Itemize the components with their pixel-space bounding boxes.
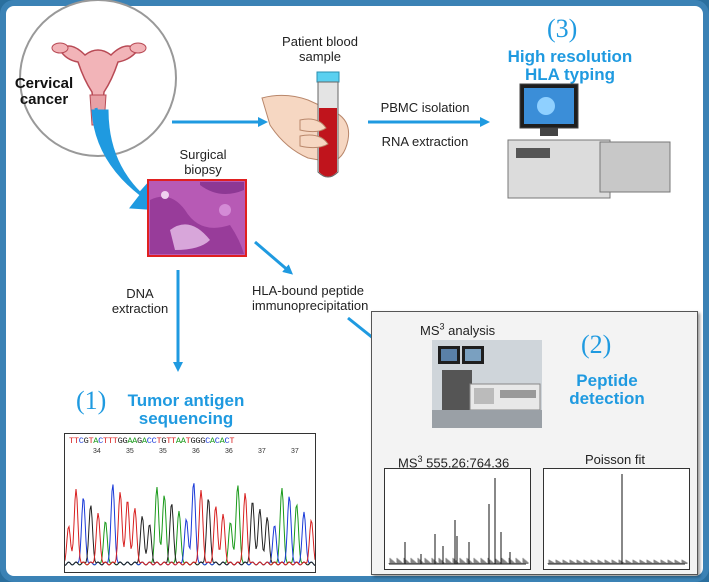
label-surgical-biopsy: Surgical biopsy	[179, 147, 227, 177]
position-label: 35	[159, 448, 167, 455]
base-letter: T	[69, 436, 74, 446]
base-letter: A	[141, 436, 147, 446]
position-label: 36	[192, 448, 200, 455]
blood-tube-illustration	[261, 71, 350, 178]
base-letter: C	[214, 436, 220, 446]
base-letter: T	[171, 436, 176, 446]
step3-title-line1: High resolution	[507, 47, 633, 66]
step1-number: (1)	[76, 386, 107, 415]
arrow-to-immunoprecipitation	[254, 240, 294, 275]
base-letter: C	[146, 436, 152, 446]
base-letter: T	[156, 436, 162, 446]
chromatogram-traces	[65, 483, 315, 566]
base-letter: T	[103, 436, 108, 446]
base-letter: C	[98, 436, 104, 446]
base-letter: C	[205, 436, 210, 446]
position-label: 37	[258, 448, 266, 455]
label-pbmc: PBMC isolation	[380, 100, 470, 115]
base-letter: G	[200, 436, 206, 446]
position-label: 34	[93, 448, 101, 455]
label-hla-bound: HLA-bound peptide immunoprecipitation	[252, 283, 369, 313]
trace-T	[65, 488, 315, 566]
step1-title-line2: sequencing	[138, 409, 234, 428]
ms-instrument-photo	[432, 340, 542, 428]
ms3-spectrum-plot	[388, 478, 529, 565]
poisson-fit-box	[543, 468, 690, 570]
ms3-spectrum-box	[384, 468, 531, 570]
biopsy-image	[147, 179, 247, 257]
base-letter: T	[88, 436, 94, 446]
step2-number: (2)	[581, 330, 612, 359]
base-letter: G	[137, 436, 142, 446]
label-cervical-cancer: Cervical cancer	[14, 75, 74, 108]
base-letter: T	[185, 436, 191, 446]
base-letter: G	[195, 436, 201, 446]
sequence-positions: 34 35 35 36 36 37 37	[65, 448, 315, 458]
base-letter: A	[180, 436, 186, 446]
label-poisson-fit: Poisson fit	[585, 452, 645, 467]
step3-number: (3)	[547, 14, 578, 43]
position-label: 35	[126, 448, 134, 455]
base-letter: A	[132, 436, 138, 446]
position-label: 36	[225, 448, 233, 455]
label-rna: RNA extraction	[381, 134, 469, 149]
step1-title-line1: Tumor antigen	[127, 391, 245, 410]
base-letter: T	[73, 436, 79, 446]
base-letter: A	[127, 436, 133, 446]
base-letter: C	[78, 436, 84, 446]
base-letter: T	[229, 436, 235, 446]
base-letter: T	[107, 436, 113, 446]
base-letter: A	[219, 436, 225, 446]
base-letter: T	[166, 436, 172, 446]
hla-typing-machine	[507, 83, 671, 199]
position-label: 37	[291, 448, 299, 455]
label-patient-blood: Patient blood sample	[282, 34, 358, 64]
base-letter: T	[112, 436, 118, 446]
base-letter: G	[161, 436, 167, 446]
base-letter: G	[190, 436, 196, 446]
label-ms3-analysis: MS3 analysis	[420, 322, 496, 339]
base-letter: A	[175, 436, 181, 446]
step2-title-line1: Peptide	[576, 371, 638, 390]
label-dna-extraction: DNA extraction	[111, 286, 169, 316]
poisson-fit-plot	[547, 474, 688, 565]
base-letter: A	[209, 436, 215, 446]
step3-title-line2: HLA typing	[524, 65, 616, 84]
base-letter: G	[117, 436, 123, 446]
base-letter: C	[224, 436, 230, 446]
label-ms3-spectrum: MS3 555.26:764.36	[398, 454, 510, 471]
sequence-bases: TTCGTACTTTGGAAGACCTGTTAATGGGCACACT	[69, 436, 311, 446]
base-letter: A	[93, 436, 99, 446]
base-letter: C	[151, 436, 157, 446]
base-letter: G	[83, 436, 89, 446]
base-letter: G	[122, 436, 128, 446]
step2-title-line2: detection	[569, 389, 645, 408]
